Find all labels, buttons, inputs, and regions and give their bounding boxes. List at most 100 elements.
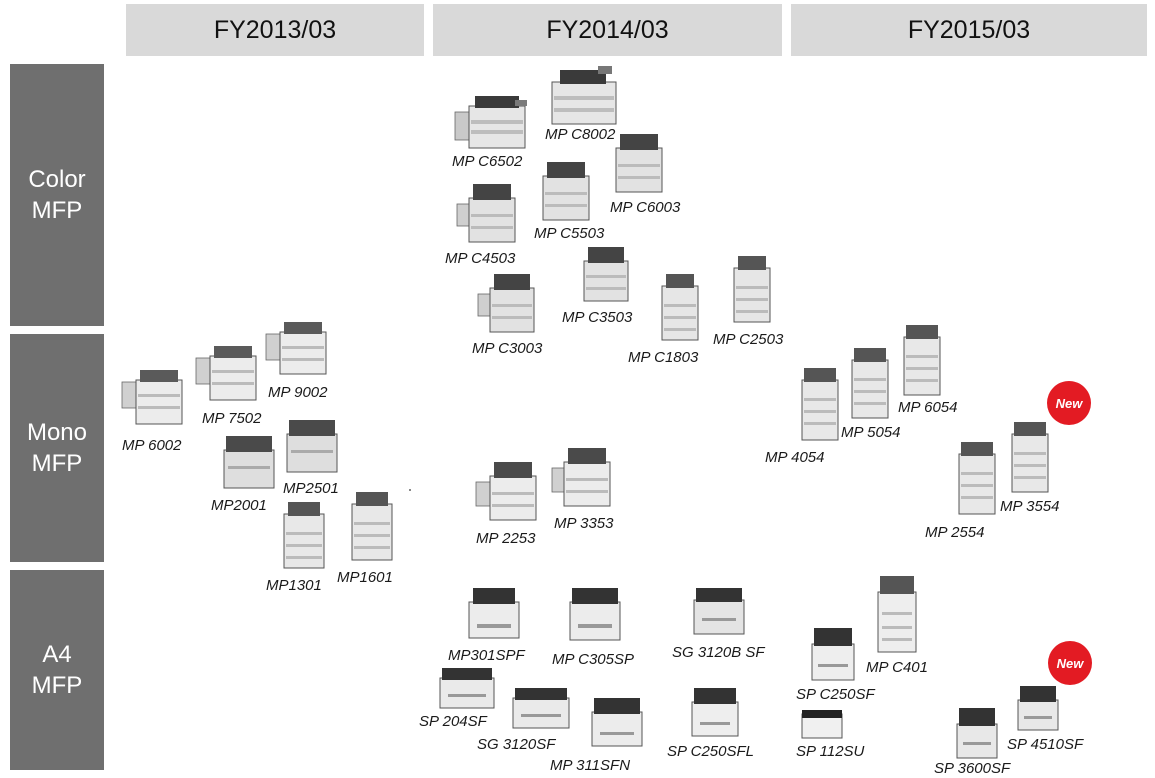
printer-mp-311sfn-image [590, 696, 644, 748]
color-mfp-slim-icon [661, 274, 699, 341]
row-header-a4-line2: MFP [31, 672, 83, 699]
printer-sp-204sf-image [438, 666, 496, 710]
label-mp-c6502: MP C6502 [452, 153, 523, 170]
a4-printer-icon [512, 688, 570, 729]
mono-mfp-slim-icon [903, 325, 941, 396]
label-mp2501: MP2501 [283, 480, 339, 497]
label-mp-c8002: MP C8002 [545, 126, 616, 143]
printer-sp-112su-image [800, 708, 844, 740]
color-mfp-icon [542, 162, 590, 221]
color-mfp-large-icon [454, 96, 527, 149]
column-header-fy2013: FY2013/03 [126, 4, 424, 56]
mono-mfp-slim-icon [958, 442, 996, 515]
printer-mp1301-image [280, 498, 328, 570]
a4-mfp-icon [1017, 686, 1059, 731]
printer-sp-c250sf-image [810, 626, 856, 682]
printer-mp-c2503-image [730, 252, 774, 324]
row-header-mono-mfp: Mono MFP [10, 334, 104, 562]
label-sg-3120b-sf: SG 3120B SF [672, 644, 765, 661]
row-header-color-mfp: Color MFP [10, 64, 104, 326]
a4-mfp-icon [591, 698, 643, 747]
label-mp-7502: MP 7502 [202, 410, 262, 427]
printer-mp-3554-image [1008, 420, 1052, 494]
printer-mp-6054-image [900, 323, 944, 397]
printer-mp-2253-image [475, 458, 548, 522]
label-mp-9002: MP 9002 [268, 384, 328, 401]
printer-mp-c3003-image [477, 270, 542, 334]
printer-sp-4510sf-image [1016, 684, 1060, 732]
mono-mfp-slim-icon [801, 368, 839, 441]
label-sp-4510sf: SP 4510SF [1007, 736, 1084, 753]
row-header-color-line1: Color [28, 166, 86, 193]
label-mp-6054: MP 6054 [898, 399, 958, 416]
label-mp-c6003: MP C6003 [610, 199, 681, 216]
label-sp-204sf: SP 204SF [419, 713, 487, 730]
mono-mfp-compact-icon [286, 420, 338, 473]
label-sp-112su: SP 112SU [796, 743, 865, 760]
mono-mfp-slim-icon [283, 502, 325, 569]
label-mp-c1803: MP C1803 [628, 349, 699, 366]
printer-mp-c8002-image [548, 66, 620, 125]
printer-mp-c6003-image [610, 130, 668, 194]
printer-sg-3120b-sf-image [692, 586, 746, 636]
printer-mp2501-image [283, 416, 341, 474]
printer-mp-9002-image [265, 318, 330, 376]
label-sp-3600sf: SP 3600SF [934, 760, 1011, 777]
row-header-mono-line1: Mono [26, 419, 88, 446]
printer-mp-c305sp-image [566, 584, 624, 642]
printer-mp-6002-image [121, 366, 186, 426]
printer-mp-c1803-image [658, 270, 702, 342]
label-mp-c3003: MP C3003 [472, 340, 543, 357]
label-mp-c305sp: MP C305SP [552, 651, 634, 668]
label-mp301spf: MP301SPF [448, 647, 525, 664]
printer-mp-2554-image [955, 440, 999, 516]
row-header-a4-line1: A4 [42, 641, 72, 668]
printer-mp-c3503-image [578, 243, 634, 303]
a4-printer-icon [439, 668, 495, 709]
a4-mfp-icon [956, 708, 998, 759]
label-mp-4054: MP 4054 [765, 449, 825, 466]
stray-dot [409, 489, 411, 491]
label-mp1301: MP1301 [266, 577, 322, 594]
label-sp-c250sfl: SP C250SFL [667, 743, 754, 760]
mono-mfp-slim-icon [1011, 422, 1049, 493]
color-mfp-slim-icon [733, 256, 771, 323]
label-sp-c250sf: SP C250SF [796, 686, 875, 703]
label-mp-3554: MP 3554 [1000, 498, 1060, 515]
a4-color-mfp-icon [877, 576, 917, 653]
a4-mfp-icon [569, 588, 621, 641]
printer-mp-c6502-image [454, 92, 533, 150]
row-header-color-line2: MFP [31, 197, 83, 224]
label-sg-3120sf: SG 3120SF [477, 736, 556, 753]
new-badge-mono: New [1047, 381, 1091, 425]
printer-mp-5054-image [848, 346, 892, 420]
row-header-mono-line2: MFP [31, 450, 83, 477]
color-mfp-icon [477, 274, 535, 333]
color-mfp-icon [456, 184, 516, 243]
printer-sg-3120sf-image [511, 686, 571, 730]
mono-mfp-slim-icon [851, 348, 889, 419]
a4-mfp-icon [468, 588, 520, 639]
label-mp1601: MP1601 [337, 569, 393, 586]
column-header-fy2015: FY2015/03 [791, 4, 1147, 56]
new-badge-a4: New [1048, 641, 1092, 685]
label-mp2001: MP2001 [211, 497, 267, 514]
printer-mp-3353-image [551, 444, 616, 508]
color-mfp-icon [583, 247, 629, 302]
row-header-a4-mfp: A4 MFP [10, 570, 104, 770]
printer-mp-c401-image [876, 574, 918, 654]
label-mp-6002: MP 6002 [122, 437, 182, 454]
a4-mfp-icon [811, 628, 855, 681]
mono-mfp-icon [475, 462, 537, 521]
printer-mp2001-image [220, 432, 278, 490]
label-mp-2554: MP 2554 [925, 524, 985, 541]
label-mp-3353: MP 3353 [554, 515, 614, 532]
printer-mp1601-image [348, 488, 396, 562]
mono-mfp-slim-icon [351, 492, 393, 561]
printer-mp-4054-image [798, 366, 842, 442]
label-mp-c5503: MP C5503 [534, 225, 605, 242]
printer-sp-3600sf-image [955, 706, 999, 760]
label-mp-5054: MP 5054 [841, 424, 901, 441]
mono-mfp-icon [551, 448, 611, 507]
color-mfp-large-icon [551, 66, 617, 125]
